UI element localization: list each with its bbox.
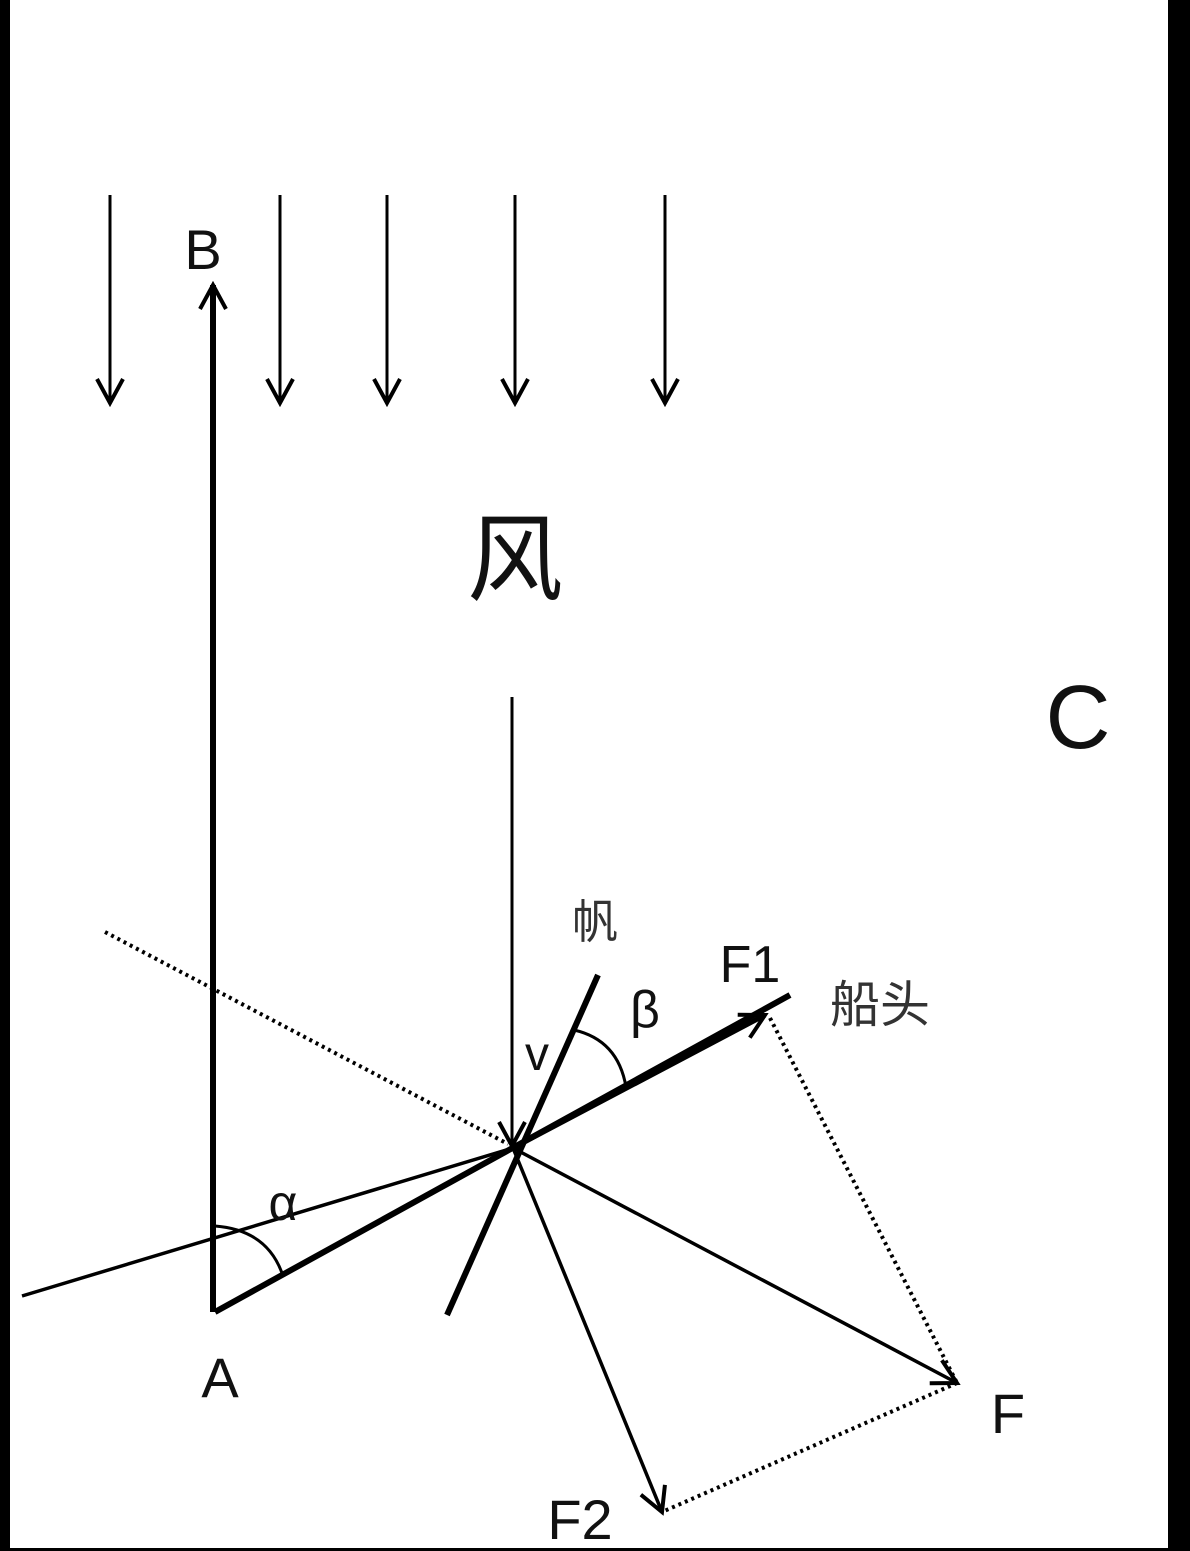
dotted-normal-line (104, 930, 509, 1146)
alpha-arc (214, 1224, 285, 1277)
label-F2: F2 (547, 1488, 613, 1551)
sail-line (444, 973, 601, 1317)
label-alpha: α (268, 1175, 298, 1231)
label-sail: 帆 (572, 895, 618, 949)
dotted-F1-F (768, 1017, 959, 1384)
label-wind: 风 (467, 504, 563, 616)
F-arrow (512, 1146, 957, 1383)
label-v: v (525, 1028, 549, 1081)
beta-arc (573, 1028, 628, 1088)
boat-axis (213, 992, 792, 1315)
dotted-F-F2 (661, 1381, 958, 1514)
label-F: F (990, 1382, 1026, 1445)
label-B: B (184, 218, 222, 281)
label-beta: β (630, 981, 660, 1039)
F1-arrow (511, 1015, 765, 1151)
label-F1: F1 (719, 936, 781, 994)
heading-line (21, 1146, 514, 1298)
label-bow: 船头 (830, 976, 930, 1034)
label-A: A (201, 1346, 239, 1409)
diagram-canvas (10, 0, 1168, 1548)
F2-arrow (511, 1147, 662, 1512)
label-C: C (1045, 668, 1111, 768)
